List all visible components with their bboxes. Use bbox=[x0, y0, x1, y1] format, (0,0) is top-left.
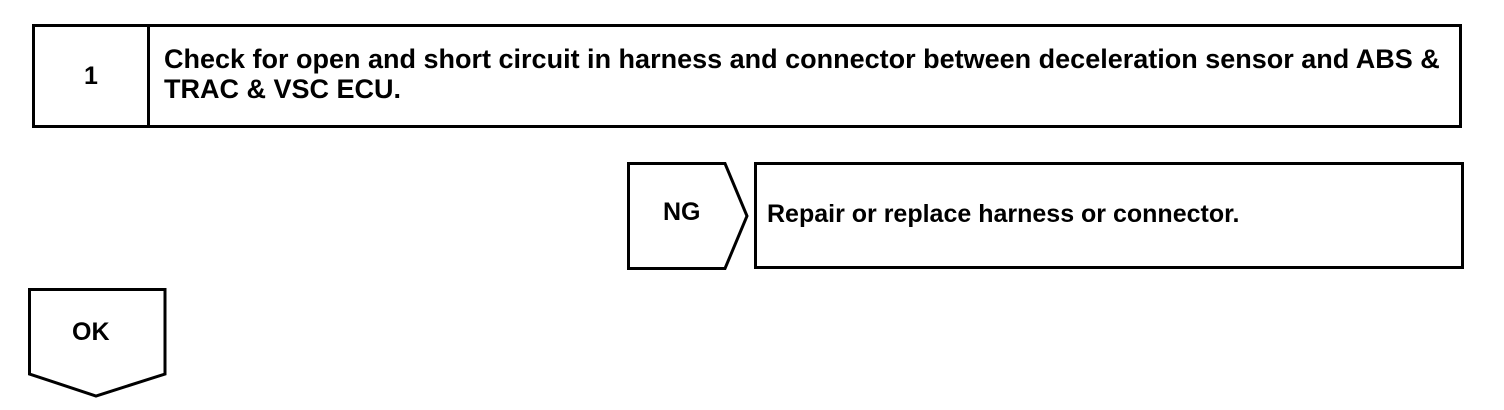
step-number: 1 bbox=[35, 27, 150, 125]
ng-arrow-shape bbox=[627, 162, 749, 270]
step-description: Check for open and short circuit in harn… bbox=[164, 44, 1440, 104]
ng-action-box: Repair or replace harness or connector. bbox=[754, 162, 1464, 269]
ng-arrow: NG bbox=[627, 162, 751, 270]
step-box: 1 Check for open and short circuit in ha… bbox=[32, 24, 1462, 128]
ng-action-text: Repair or replace harness or connector. bbox=[767, 200, 1240, 228]
ok-arrow-shape bbox=[28, 288, 167, 398]
ok-label: OK bbox=[72, 318, 110, 346]
ng-label: NG bbox=[663, 198, 701, 226]
ok-arrow: OK bbox=[28, 288, 168, 400]
